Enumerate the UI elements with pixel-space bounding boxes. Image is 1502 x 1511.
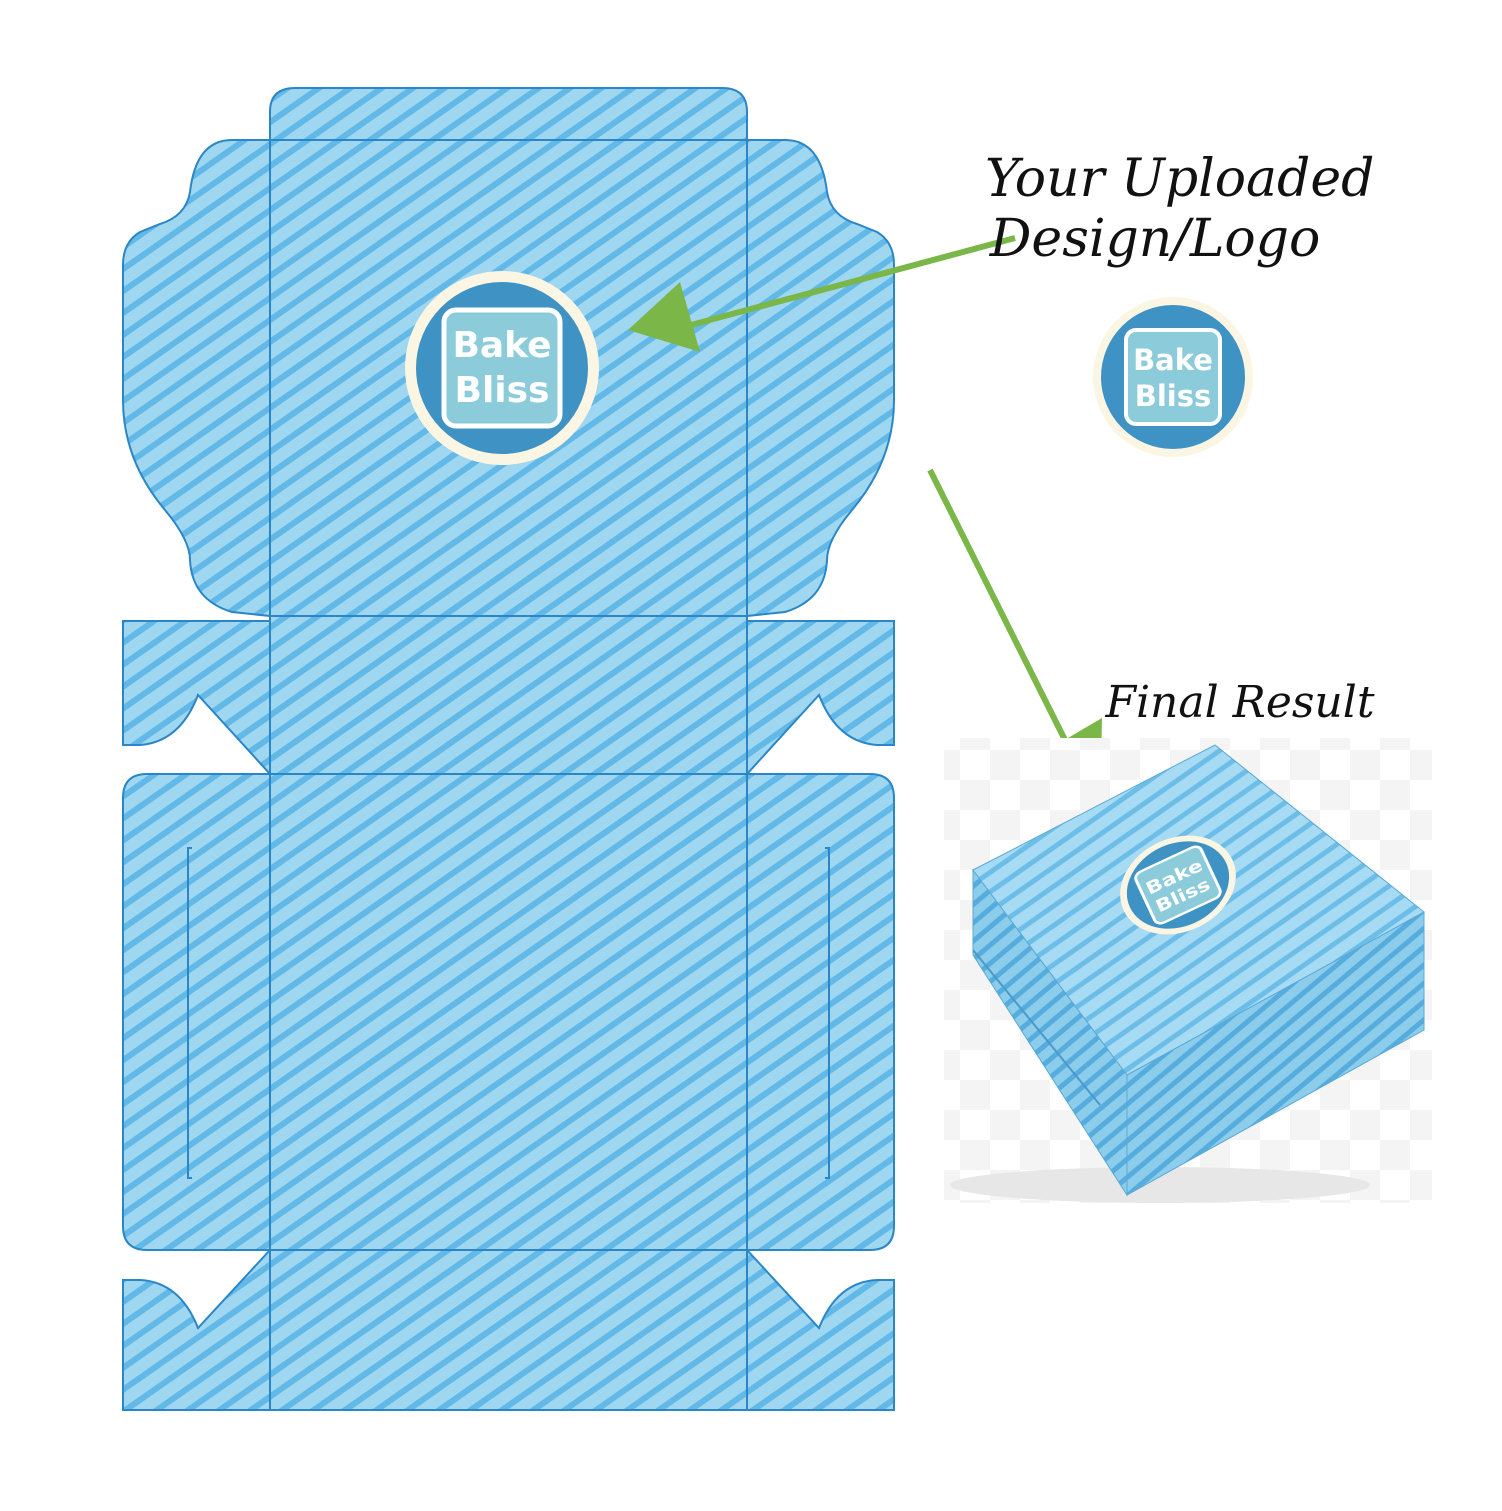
box-dieline [122,87,895,1411]
box-lid-seam [972,949,1101,1106]
back-wall-panel [269,615,748,775]
uploaded-label-line2: Design/Logo [989,208,1321,269]
base-panel [269,773,748,1251]
arrow-to-lid-head [628,282,700,352]
back-left-flap [122,620,271,777]
lid-top-tab [269,87,748,141]
uploaded-design-label: Your Uploaded Design/Logo [985,149,1375,270]
right-slot [825,847,830,1179]
uploaded-label-line1: Your Uploaded [985,149,1375,209]
arrow-to-result [927,468,1073,752]
box-shadow [950,1167,1370,1203]
front-right-flap [746,1247,895,1411]
uploaded-logo [1093,297,1253,457]
back-right-flap [746,620,895,777]
lid-right-wing [746,139,895,618]
left-slot [187,847,192,1179]
result-logo [1120,835,1236,935]
base-left-side [122,773,271,1251]
base-right-side [746,773,895,1251]
final-result-label: Final Result [1105,677,1375,728]
front-left-flap [122,1247,271,1411]
result-box [950,744,1425,1203]
arrow-to-lid [679,235,1016,331]
dieline-logo [405,271,599,465]
lid-left-wing [122,139,271,618]
front-wall-panel [269,1249,748,1411]
dieline-slots [187,847,830,1179]
